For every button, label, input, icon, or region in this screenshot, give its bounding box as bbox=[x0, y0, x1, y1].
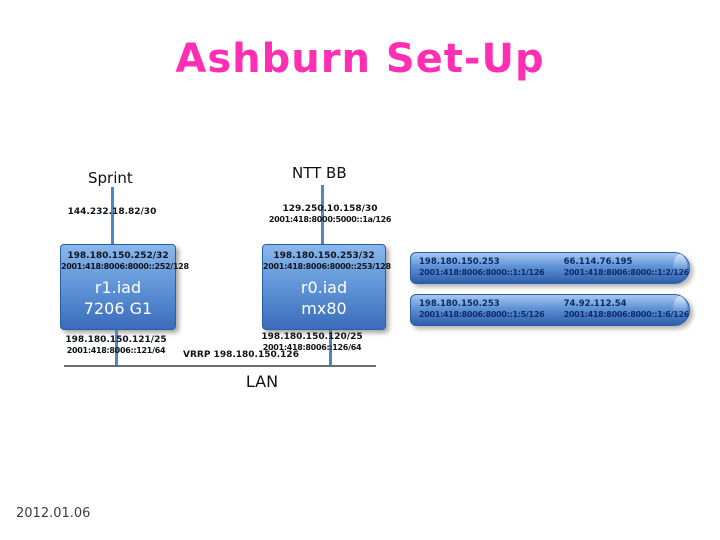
uplink-connector-nttbb bbox=[321, 185, 324, 245]
tunnel-1-remote-v6: 2001:418:8006:8000::1:2/126 bbox=[563, 268, 690, 278]
router-r1-model: 7206 G1 bbox=[83, 298, 153, 318]
lan-bus-line bbox=[64, 365, 376, 367]
tunnel-1-remote-endpoint: 66.114.76.195 2001:418:8006:8000::1:2/12… bbox=[563, 256, 690, 279]
tunnel-cylinder-1: 198.180.150.253 2001:418:8006:8000::1:1/… bbox=[410, 252, 690, 284]
router-r0-model: mx80 bbox=[301, 298, 347, 318]
router-r0-lan-v4: 198.180.150.120/25 bbox=[261, 332, 363, 342]
tunnel-1-local-endpoint: 198.180.150.253 2001:418:8006:8000::1:1/… bbox=[419, 257, 564, 279]
uplink-address-nttbb-v4: 129.250.10.158/30 bbox=[282, 204, 378, 214]
tunnel-2-remote-v4: 74.92.112.54 bbox=[563, 298, 627, 309]
router-r1-lan-v6: 2001:418:8006::121/64 bbox=[66, 346, 166, 356]
tunnel-1-remote-v4: 66.114.76.195 bbox=[563, 256, 633, 267]
router-r1-name: r1.iad bbox=[94, 277, 142, 297]
uplink-address-nttbb-v6: 2001:418:8000:5000::1a/126 bbox=[268, 215, 392, 225]
uplink-address-sprint: 144.232.18.82/30 bbox=[52, 206, 172, 218]
router-r0-lan-v6: 2001:418:8006::126/64 bbox=[262, 343, 362, 353]
slide-title: Ashburn Set-Up bbox=[175, 36, 545, 82]
uplink-address-sprint-v4: 144.232.18.82/30 bbox=[67, 207, 157, 217]
tunnel-2-local-endpoint: 198.180.150.253 2001:418:8006:8000::1:5/… bbox=[419, 299, 564, 321]
router-r0-name: r0.iad bbox=[300, 277, 348, 297]
router-r0-loopback-v6: 2001:418:8006:8000::253/128 bbox=[263, 262, 391, 272]
router-r1-loopback-v6: 2001:418:8006:8000::252/128 bbox=[61, 262, 189, 272]
router-r0-loopback-v4: 198.180.150.253/32 bbox=[273, 251, 375, 261]
slide-date: 2012.01.06 bbox=[16, 506, 91, 521]
provider-label-nttbb: NTT BB bbox=[292, 164, 347, 182]
router-r0-lan-addresses: 198.180.150.120/25 2001:418:8006::126/64 bbox=[252, 331, 372, 354]
uplink-connector-sprint bbox=[111, 187, 114, 245]
uplink-address-nttbb: 129.250.10.158/30 2001:418:8000:5000::1a… bbox=[264, 203, 396, 226]
lan-label: LAN bbox=[245, 372, 279, 391]
router-box-r1-iad: 198.180.150.252/32 2001:418:8006:8000::2… bbox=[60, 244, 189, 330]
lan-connector-r0 bbox=[329, 330, 332, 366]
tunnel-2-local-v4: 198.180.150.253 bbox=[419, 298, 500, 309]
lan-connector-r1 bbox=[115, 330, 118, 366]
tunnel-2-local-v6: 2001:418:8006:8000::1:5/126 bbox=[419, 310, 545, 320]
tunnel-1-local-v4: 198.180.150.253 bbox=[419, 256, 500, 267]
router-r1-lan-addresses: 198.180.150.121/25 2001:418:8006::121/64 bbox=[58, 334, 174, 357]
tunnel-1-local-v6: 2001:418:8006:8000::1:1/126 bbox=[419, 268, 545, 278]
router-r1-lan-v4: 198.180.150.121/25 bbox=[65, 335, 167, 345]
tunnel-2-remote-v6: 2001:418:8006:8000::1:6/126 bbox=[563, 310, 690, 320]
router-box-r0-iad: 198.180.150.253/32 2001:418:8006:8000::2… bbox=[262, 244, 391, 330]
tunnel-cylinder-2: 198.180.150.253 2001:418:8006:8000::1:5/… bbox=[410, 294, 690, 326]
tunnel-2-remote-endpoint: 74.92.112.54 2001:418:8006:8000::1:6/126 bbox=[563, 298, 690, 321]
router-r1-loopback-v4: 198.180.150.252/32 bbox=[67, 251, 169, 261]
vrrp-label: VRRP 198.180.150.126 bbox=[183, 350, 299, 360]
provider-label-sprint: Sprint bbox=[88, 169, 133, 187]
